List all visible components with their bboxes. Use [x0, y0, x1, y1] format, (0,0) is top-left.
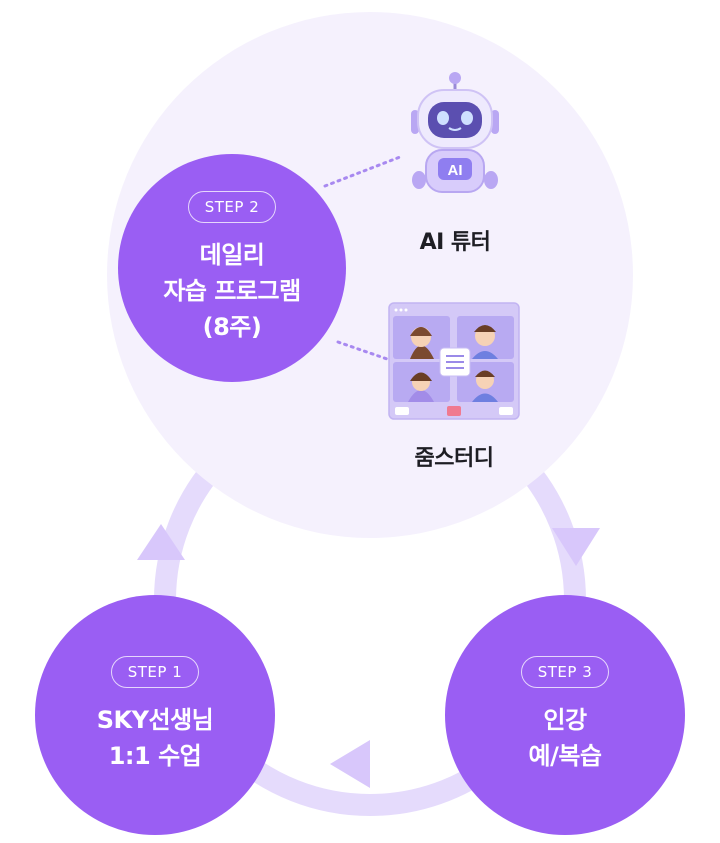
step-3-circle: STEP 3 인강 예/복습 — [445, 595, 685, 835]
arrow-up-icon — [137, 524, 185, 560]
step-2-title: 데일리 자습 프로그램 (8주) — [163, 241, 301, 341]
step-2-badge: STEP 2 — [187, 191, 277, 223]
connector-zoom-study — [336, 340, 392, 362]
step-1-title: SKY선생님 1:1 수업 — [96, 706, 214, 770]
arrow-left-icon — [330, 740, 370, 788]
step-1-circle: STEP 1 SKY선생님 1:1 수업 — [35, 595, 275, 835]
connector-ai-tutor — [323, 155, 402, 188]
ai-tutor-label: AI 튜터 — [419, 230, 491, 255]
robot-chest-text: AI — [448, 162, 463, 179]
zoom-study-label: 줌스터디 — [414, 446, 494, 471]
step-3-badge: STEP 3 — [520, 656, 610, 688]
step-1-badge: STEP 1 — [110, 656, 200, 688]
step-3-title: 인강 예/복습 — [528, 706, 602, 770]
step-2-circle: STEP 2 데일리 자습 프로그램 (8주) — [118, 154, 346, 382]
robot-icon: AI — [411, 72, 499, 193]
arrow-down-icon — [552, 528, 600, 566]
video-call-icon — [388, 302, 520, 420]
